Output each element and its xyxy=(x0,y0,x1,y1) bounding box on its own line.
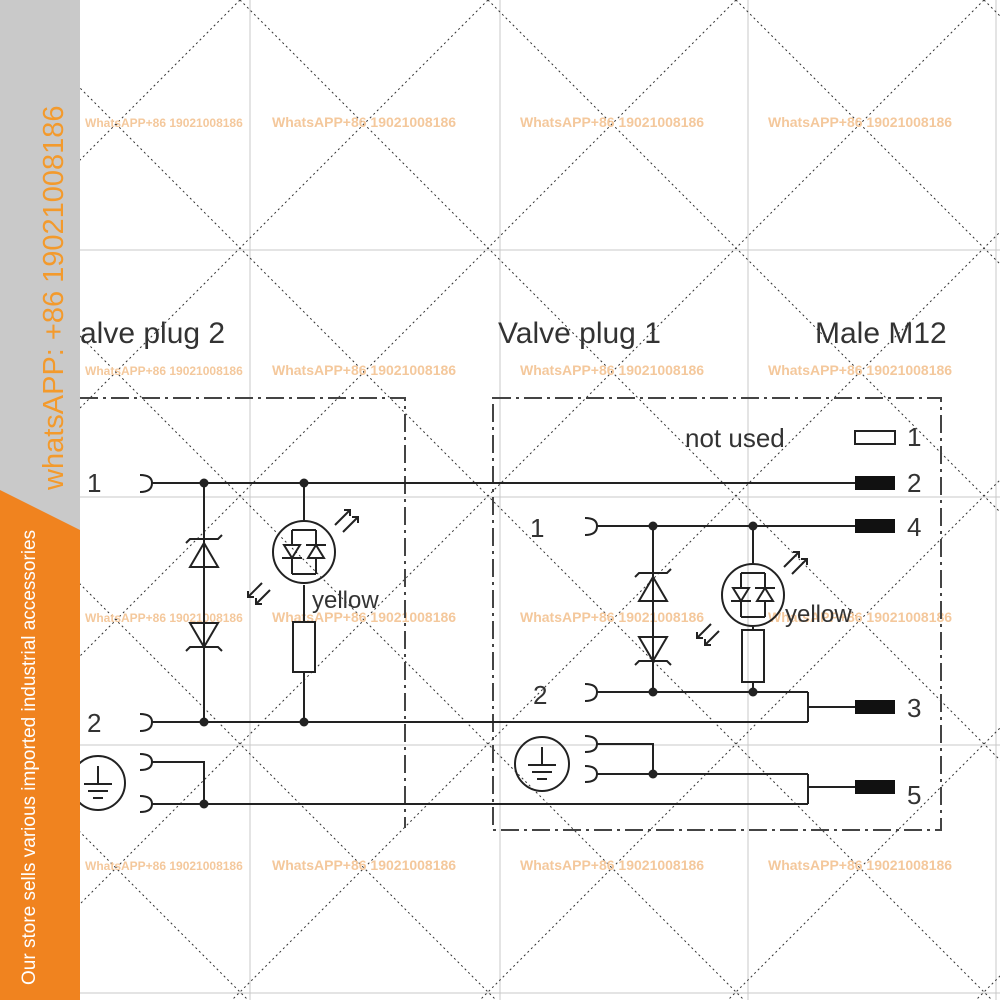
m12-pin1-unused xyxy=(854,430,896,445)
plug1-ground-socket-a xyxy=(584,735,599,753)
watermark-text: WhatsAPP+86 19021008186 xyxy=(768,857,952,873)
plug1-ground-icon xyxy=(514,736,570,792)
header-valve-plug-1: Valve plug 1 xyxy=(498,317,661,350)
m12-pin3-contact xyxy=(855,700,895,714)
plug2-ground-icon xyxy=(80,755,126,811)
plug1-pin-number-2: 2 xyxy=(533,680,547,710)
plug1-led-color-label: yellow xyxy=(785,601,852,628)
watermark-text: WhatsAPP+86 19021008186 xyxy=(520,114,704,130)
not-used-label: not used xyxy=(685,423,785,453)
plug2-pin2-socket xyxy=(139,713,154,732)
watermark-text: WhatsAPP+86 19021008186 xyxy=(85,859,243,873)
m12-pin-number-5: 5 xyxy=(907,780,921,810)
grid-lines xyxy=(80,0,1000,1000)
sidebar-orange-panel xyxy=(0,490,80,1000)
m12-pin-number-4: 4 xyxy=(907,512,921,542)
watermark-text: WhatsAPP+86 19021008186 xyxy=(85,611,243,625)
watermark-text: WhatsAPP+86 19021008186 xyxy=(520,857,704,873)
valve-plug-2-box xyxy=(80,397,406,828)
m12-pin-number-3: 3 xyxy=(907,693,921,723)
sidebar-banner: whatsAPP: +86 19021008186 Our store sell… xyxy=(0,0,80,1000)
plug2-ground-socket-b xyxy=(139,795,154,813)
watermark-text: WhatsAPP+86 19021008186 xyxy=(85,364,243,378)
header-valve-plug-2: alve plug 2 xyxy=(80,317,225,350)
plug2-led-color-label: yellow xyxy=(312,587,379,614)
store-slogan-text: Our store sells various imported industr… xyxy=(19,529,40,985)
watermark-text: WhatsAPP+86 19021008186 xyxy=(768,114,952,130)
watermark-text: WhatsAPP+86 19021008186 xyxy=(768,362,952,378)
plug1-pin1-socket xyxy=(584,517,599,536)
m12-pin-number-2: 2 xyxy=(907,468,921,498)
m12-pin-number-1: 1 xyxy=(907,422,921,452)
watermark-text: WhatsAPP+86 19021008186 xyxy=(85,116,243,130)
watermark-text: WhatsAPP+86 19021008186 xyxy=(272,609,456,625)
plug2-zener-diodes xyxy=(185,534,223,652)
whatsapp-phone-text: whatsAPP: +86 19021008186 xyxy=(38,105,70,490)
watermark-text: WhatsAPP+86 19021008186 xyxy=(272,362,456,378)
plug1-pin-number-1: 1 xyxy=(530,513,544,543)
valve-plug-1-box xyxy=(492,397,942,831)
plug1-zener-diodes xyxy=(634,568,672,666)
watermark-text: WhatsAPP+86 19021008186 xyxy=(272,857,456,873)
plug1-led xyxy=(696,551,808,683)
plug2-pin1-socket xyxy=(139,474,154,493)
watermark-text: WhatsAPP+86 19021008186 xyxy=(520,609,704,625)
header-male-m12: Male M12 xyxy=(815,317,947,350)
watermark-text: WhatsAPP+86 19021008186 xyxy=(272,114,456,130)
m12-pin5-contact xyxy=(855,780,895,794)
plug1-ground-socket-b xyxy=(584,765,599,783)
plug2-pin-number-2: 2 xyxy=(87,708,101,738)
m12-pin4-contact xyxy=(855,519,895,533)
watermark-text: WhatsAPP+86 19021008186 xyxy=(520,362,704,378)
m12-pin2-contact xyxy=(855,476,895,490)
diagonal-dotted-lines xyxy=(80,0,1000,1000)
plug2-pin-number-1: 1 xyxy=(87,468,101,498)
plug1-pin2-socket xyxy=(584,683,599,702)
plug2-led xyxy=(247,509,359,673)
watermark-text: WhatsAPP+86 19021008186 xyxy=(768,609,952,625)
junction-dots xyxy=(199,478,758,809)
plug2-ground-socket-a xyxy=(139,753,154,771)
